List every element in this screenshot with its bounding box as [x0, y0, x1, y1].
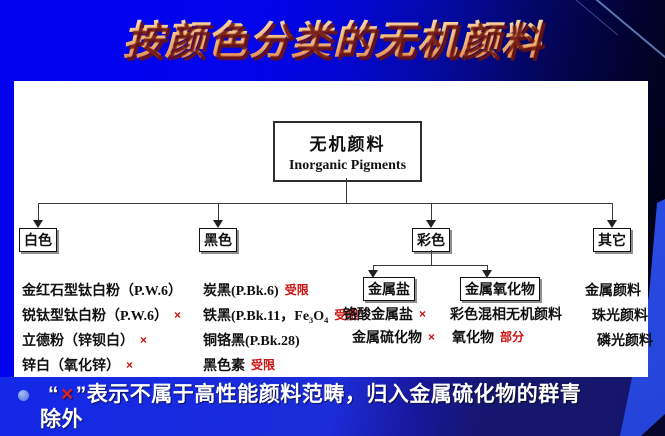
arrow-down-icon: [482, 270, 492, 278]
footnote-line1: “×”表示不属于高性能颜料范畴，归入金属硫化物的群青: [40, 382, 655, 407]
metal-oxide-list: 彩色混相无机颜料 氧化物 部分: [450, 302, 562, 348]
background-bottom-band: [0, 377, 665, 436]
arrow-down-icon: [33, 220, 43, 228]
connector-color-substem: [431, 250, 432, 265]
root-label-en: Inorganic Pigments: [288, 158, 407, 173]
category-box-color: 彩色: [412, 228, 450, 252]
connector-other-stem: [612, 203, 613, 220]
connector-root-stem: [346, 178, 347, 203]
category-box-black: 黑色: [199, 228, 237, 252]
restricted-mark: 受限: [251, 358, 276, 372]
list-item: 珠光颜料: [592, 308, 648, 324]
subgroup-box-metal-salt: 金属盐: [363, 277, 415, 301]
item-text: 铬酸金属盐: [343, 307, 413, 323]
list-item: 铬酸金属盐 ×: [343, 302, 435, 325]
restricted-mark: ×: [419, 306, 427, 321]
root-label-zh: 无机颜料: [309, 135, 386, 154]
root-node-box: 无机颜料 Inorganic Pigments: [273, 121, 422, 182]
x-mark: ×: [61, 383, 74, 406]
connector-color-stem: [431, 203, 432, 220]
list-item: 铁黑(P.Bk.11，Fe₃O₄ 受限: [203, 302, 358, 327]
list-item: 金红石型钛白粉（P.W.6）: [22, 277, 182, 302]
item-text: 立德粉（锌钡白）: [22, 333, 134, 349]
other-pigments-list: 金属颜料 珠光颜料 磷光颜料: [585, 277, 653, 352]
category-box-white: 白色: [19, 228, 57, 252]
list-item: 金属硫化物 ×: [352, 325, 435, 348]
restricted-mark: 受限: [284, 283, 309, 297]
list-item: 黑色素 受限: [203, 352, 358, 377]
item-text: 铁黑(P.Bk.11，Fe₃O₄: [203, 308, 329, 324]
connector-black-stem: [218, 203, 219, 220]
item-text: 锌白（氧化锌）: [22, 358, 120, 374]
footnote-text: 表示不属于高性能颜料范畴，归入金属硫化物的群青: [86, 383, 582, 406]
list-item: 金属颜料: [585, 283, 641, 299]
list-item: 炭黑(P.Bk.6) 受限: [203, 277, 358, 302]
slide-title: 按颜色分类的无机颜料: [0, 8, 665, 66]
list-item: 立德粉（锌钡白） ×: [22, 327, 182, 352]
item-text: 氧化物: [452, 330, 494, 346]
restricted-mark: ×: [140, 332, 148, 347]
connector-white-stem: [38, 203, 39, 220]
item-text: 金属硫化物: [352, 330, 422, 346]
list-item: 氧化物 部分: [452, 325, 562, 348]
restricted-mark: ×: [173, 307, 181, 322]
item-text: 黑色素: [203, 358, 245, 374]
quote-close: ”: [75, 383, 87, 406]
arrow-down-icon: [213, 220, 223, 228]
black-pigments-list: 炭黑(P.Bk.6) 受限 铁黑(P.Bk.11，Fe₃O₄ 受限 铜铬黑(P.…: [203, 277, 358, 377]
arrow-down-icon: [368, 270, 378, 278]
subgroup-box-metal-oxide: 金属氧化物: [460, 277, 540, 301]
list-item: 锐钛型钛白粉（P.W.6） ×: [22, 302, 182, 327]
connector-main-horizontal: [38, 203, 613, 204]
restricted-mark: 部分: [500, 330, 525, 344]
connector-salt-stem: [373, 265, 374, 270]
restricted-mark: 受限: [334, 308, 359, 322]
quote-open: “: [48, 383, 59, 406]
list-item: 磷光颜料: [597, 333, 653, 349]
item-text: 彩色混相无机颜料: [450, 307, 562, 323]
metal-salt-list: 铬酸金属盐 × 金属硫化物 ×: [343, 302, 435, 348]
item-text: 炭黑(P.Bk.6): [203, 283, 279, 299]
list-item: 锌白（氧化锌） ×: [22, 352, 182, 377]
connector-sub-horizontal: [373, 265, 487, 266]
connector-oxide-stem: [487, 265, 488, 270]
restricted-mark: ×: [428, 329, 436, 344]
footnote: “×”表示不属于高性能颜料范畴，归入金属硫化物的群青 除外: [40, 382, 655, 432]
arrow-down-icon: [607, 220, 617, 228]
white-pigments-list: 金红石型钛白粉（P.W.6） 锐钛型钛白粉（P.W.6） × 立德粉（锌钡白） …: [22, 277, 182, 377]
arrow-down-icon: [426, 220, 436, 228]
bullet-icon: [18, 390, 29, 401]
footnote-line2: 除外: [40, 408, 83, 431]
item-text: 金红石型钛白粉（P.W.6）: [22, 283, 182, 299]
category-box-other: 其它: [593, 228, 631, 252]
item-text: 铜铬黑(P.Bk.28): [203, 333, 300, 349]
diagram-panel: 无机颜料 Inorganic Pigments 白色 黑色 彩色 其它 金属盐 …: [14, 81, 653, 377]
restricted-mark: ×: [126, 357, 134, 372]
item-text: 锐钛型钛白粉（P.W.6）: [22, 308, 168, 324]
list-item: 铜铬黑(P.Bk.28): [203, 327, 358, 352]
list-item: 彩色混相无机颜料: [450, 302, 562, 325]
